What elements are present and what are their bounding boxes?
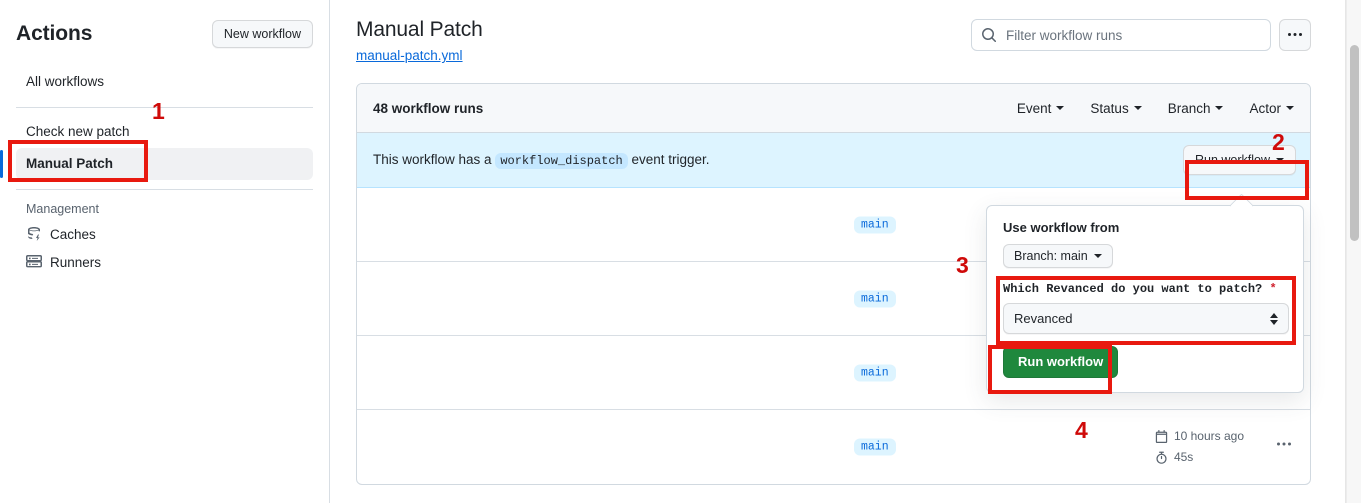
workflow-runs-count: 48 workflow runs	[373, 100, 484, 116]
chevron-down-icon	[1286, 106, 1294, 110]
workflow-input-select[interactable]: Revanced	[1003, 303, 1289, 334]
run-duration-label: 45s	[1173, 450, 1194, 464]
annotation-number-4: 4	[1075, 417, 1088, 443]
use-workflow-from-label: Use workflow from	[1003, 220, 1120, 235]
scrollbar-thumb[interactable]	[1350, 45, 1359, 241]
dispatch-text-after: event trigger.	[631, 152, 710, 167]
run-workflow-popup: Use workflow from Branch: main Which Rev…	[986, 205, 1304, 393]
row-kebab-button[interactable]	[1276, 437, 1292, 458]
filter-status[interactable]: Status	[1090, 100, 1142, 116]
chevron-down-icon	[1056, 106, 1065, 110]
run-timestamp: 10 hours ago	[1155, 426, 1244, 447]
filter-bar: Event Status Branch Actor	[1017, 101, 1294, 116]
run-duration: 45s	[1155, 447, 1244, 468]
workflow-runs-header: 48 workflow runs Event Status Branch	[357, 84, 1310, 133]
workflow-input-select-value: Revanced	[1014, 311, 1073, 326]
server-icon	[26, 254, 42, 270]
branch-badge[interactable]: main	[854, 290, 896, 307]
search-icon	[981, 27, 997, 48]
branch-selector-label: Branch: main	[1014, 249, 1088, 263]
sidebar-item-caches[interactable]: Caches	[16, 220, 313, 248]
workflow-input-label: Which Revanced do you want to patch? *	[1003, 282, 1287, 296]
sidebar-item-runners[interactable]: Runners	[16, 248, 313, 276]
chevron-down-icon	[1276, 158, 1284, 162]
filter-actor-label: Actor	[1249, 100, 1281, 116]
workflow-file-link[interactable]: manual-patch.yml	[356, 48, 463, 63]
header-kebab-button[interactable]	[1279, 19, 1311, 51]
dispatch-text-before: This workflow has a	[373, 152, 492, 167]
filter-actor[interactable]: Actor	[1249, 101, 1294, 116]
search-input-wrapper[interactable]	[971, 19, 1271, 51]
run-timestamp-label: 10 hours ago	[1173, 429, 1244, 443]
sidebar-header: Actions New workflow	[16, 0, 313, 54]
workflow-dispatch-banner: This workflow has a workflow_dispatch ev…	[357, 133, 1310, 188]
calendar-icon	[1155, 430, 1168, 443]
sidebar-item-runners-label: Runners	[50, 254, 102, 270]
chevron-down-icon	[1215, 106, 1224, 110]
table-row[interactable]: main	[357, 262, 1310, 336]
dispatch-banner-text: This workflow has a workflow_dispatch ev…	[373, 152, 710, 169]
branch-selector-button[interactable]: Branch: main	[1003, 244, 1113, 268]
sidebar-divider-2	[16, 189, 313, 190]
sidebar-item-check-new-patch[interactable]: Check new patch	[26, 124, 130, 139]
dispatch-event-code: workflow_dispatch	[495, 153, 628, 169]
workflow-title-block: Manual Patch manual-patch.yml	[356, 16, 483, 65]
new-workflow-button[interactable]: New workflow	[211, 20, 313, 48]
filter-branch-label: Branch	[1167, 100, 1211, 116]
workflow-input-label-text: Which Revanced do you want to patch?	[1003, 282, 1263, 296]
annotation-number-1: 1	[152, 98, 165, 124]
actions-sidebar: Actions New workflow All workflows Check…	[0, 0, 330, 503]
sidebar-group-management: Management	[26, 202, 99, 216]
chevron-down-icon	[1093, 254, 1102, 258]
sidebar-divider-1	[16, 107, 313, 108]
filter-event[interactable]: Event	[1017, 101, 1065, 116]
stopwatch-icon	[1156, 451, 1167, 464]
panel-divider	[1345, 0, 1346, 503]
branch-badge[interactable]: main	[854, 364, 896, 381]
branch-badge[interactable]: main	[854, 216, 896, 233]
cache-icon	[26, 226, 42, 242]
run-meta: 10 hours ago 45s	[1155, 426, 1244, 468]
chevron-down-icon	[1133, 106, 1142, 110]
workflow-header: Manual Patch manual-patch.yml	[356, 16, 1311, 65]
header-actions	[971, 16, 1311, 51]
popup-run-workflow-button[interactable]: Run workflow	[1003, 346, 1119, 378]
vertical-scrollbar[interactable]	[1346, 0, 1361, 503]
annotation-number-2: 2	[1272, 129, 1285, 155]
required-marker: *	[1269, 282, 1277, 296]
filter-branch[interactable]: Branch	[1168, 101, 1224, 116]
table-row[interactable]: main	[357, 188, 1310, 262]
sidebar-item-manual-patch[interactable]: Manual Patch	[0, 148, 313, 180]
sidebar-workflow-list: All workflows Check new patch Manual Pat…	[0, 66, 313, 276]
run-workflow-dropdown-label: Run workflow	[1194, 153, 1270, 167]
select-arrows-icon	[1270, 312, 1278, 325]
search-input[interactable]	[1004, 20, 1270, 50]
filter-event-label: Event	[1016, 100, 1052, 116]
page-title: Actions	[16, 22, 93, 45]
annotation-number-3: 3	[956, 252, 969, 278]
table-row[interactable]: main 10 hours ago 45s	[357, 410, 1310, 484]
sidebar-item-all-workflows[interactable]: All workflows	[26, 74, 105, 89]
branch-badge[interactable]: main	[854, 438, 896, 456]
workflow-title: Manual Patch	[356, 18, 483, 41]
filter-status-label: Status	[1090, 100, 1129, 116]
sidebar-item-caches-label: Caches	[50, 226, 96, 242]
